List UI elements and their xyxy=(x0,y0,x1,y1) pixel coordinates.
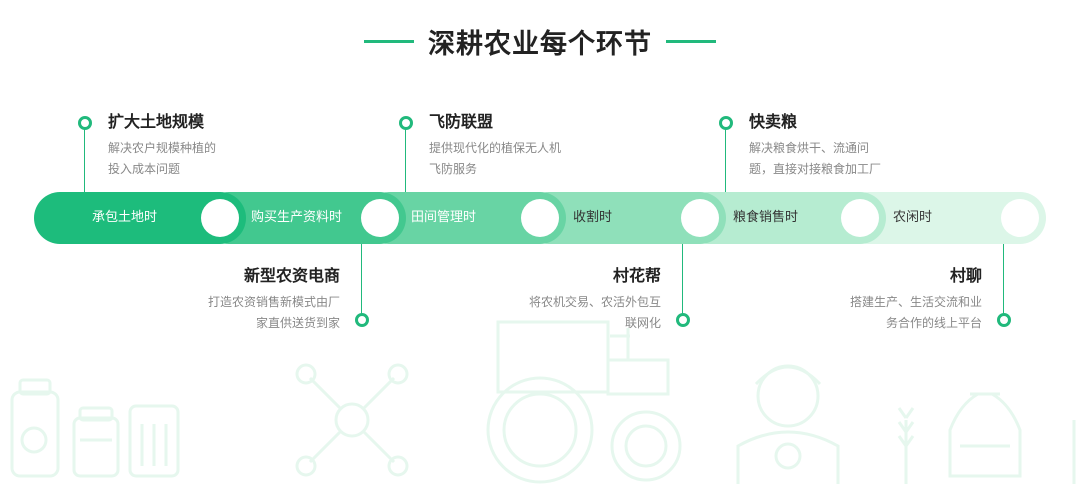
wheat-icon xyxy=(897,407,915,484)
desc-line: 搭建生产、生活交流和业 xyxy=(849,295,982,309)
segment-circle xyxy=(521,199,559,237)
bottom-item: 村聊 搭建生产、生活交流和业 务合作的线上平台 xyxy=(850,266,982,334)
timeline-segment: 承包土地时 xyxy=(34,192,246,244)
desc-line: 飞防服务 xyxy=(429,162,478,176)
segment-label: 田间管理时 xyxy=(411,210,477,225)
segment-circle xyxy=(1001,199,1039,237)
segment-label: 收割时 xyxy=(573,210,613,225)
desc-line: 解决农户规模种植的 xyxy=(108,141,217,155)
connector-node xyxy=(997,313,1011,327)
title-line-right xyxy=(666,40,716,43)
segment-circle xyxy=(201,199,239,237)
item-desc: 提供现代化的植保无人机 飞防服务 xyxy=(429,138,561,180)
farmer-icon xyxy=(736,364,840,484)
desc-line: 提供现代化的植保无人机 xyxy=(429,141,562,155)
top-item: 飞防联盟 提供现代化的植保无人机 飞防服务 xyxy=(429,112,561,180)
desc-line: 投入成本问题 xyxy=(108,162,181,176)
desc-line: 打造农资销售新模式由厂 xyxy=(207,295,340,309)
bottom-item: 村花帮 将农机交易、农活外包互 联网化 xyxy=(529,266,661,334)
desc-line: 解决粮食烘干、流通问 xyxy=(749,141,870,155)
top-item: 扩大土地规模 解决农户规模种植的 投入成本问题 xyxy=(108,112,216,180)
item-title: 扩大土地规模 xyxy=(108,112,205,131)
item-title: 飞防联盟 xyxy=(429,112,494,131)
segment-circle xyxy=(361,199,399,237)
connector-node xyxy=(399,116,413,130)
connector-line xyxy=(361,244,362,316)
title-line-left xyxy=(364,40,414,43)
item-desc: 打造农资销售新模式由厂 家直供送货到家 xyxy=(208,292,340,334)
item-desc: 解决粮食烘干、流通问 题，直接对接粮食加工厂 xyxy=(749,138,881,180)
item-title: 快卖粮 xyxy=(749,112,798,131)
connector-node xyxy=(78,116,92,130)
sack-icon xyxy=(948,392,1076,484)
jars-icon xyxy=(10,378,180,478)
connector-line xyxy=(84,125,85,192)
segment-label: 购买生产资料时 xyxy=(251,210,343,225)
top-item: 快卖粮 解决粮食烘干、流通问 题，直接对接粮食加工厂 xyxy=(749,112,881,180)
connector-line xyxy=(682,244,683,316)
item-title: 村花帮 xyxy=(612,266,661,285)
bottom-item: 新型农资电商 打造农资销售新模式由厂 家直供送货到家 xyxy=(208,266,340,334)
item-desc: 将农机交易、农活外包互 联网化 xyxy=(529,292,661,334)
connector-node xyxy=(355,313,369,327)
segment-circle xyxy=(681,199,719,237)
desc-line: 题，直接对接粮食加工厂 xyxy=(749,162,882,176)
tractor-icon xyxy=(486,320,682,484)
segment-label: 承包土地时 xyxy=(92,210,158,225)
segment-label: 粮食销售时 xyxy=(733,210,799,225)
connector-node xyxy=(719,116,733,130)
item-title: 新型农资电商 xyxy=(243,266,340,285)
desc-line: 将农机交易、农活外包互 xyxy=(528,295,661,309)
desc-line: 联网化 xyxy=(624,316,661,330)
background-illustrations xyxy=(10,320,1076,484)
connector-line xyxy=(1003,244,1004,316)
desc-line: 家直供送货到家 xyxy=(255,316,340,330)
desc-line: 务合作的线上平台 xyxy=(885,316,982,330)
segment-label: 农闲时 xyxy=(893,210,933,225)
section-header: 深耕农业每个环节 xyxy=(0,22,1080,61)
segment-circle xyxy=(841,199,879,237)
item-desc: 搭建生产、生活交流和业 务合作的线上平台 xyxy=(850,292,982,334)
connector-node xyxy=(676,313,690,327)
connector-line xyxy=(725,125,726,192)
item-desc: 解决农户规模种植的 投入成本问题 xyxy=(108,138,216,180)
page-title: 深耕农业每个环节 xyxy=(428,29,652,60)
connector-line xyxy=(405,125,406,192)
drone-icon xyxy=(295,363,409,477)
item-title: 村聊 xyxy=(949,266,982,285)
